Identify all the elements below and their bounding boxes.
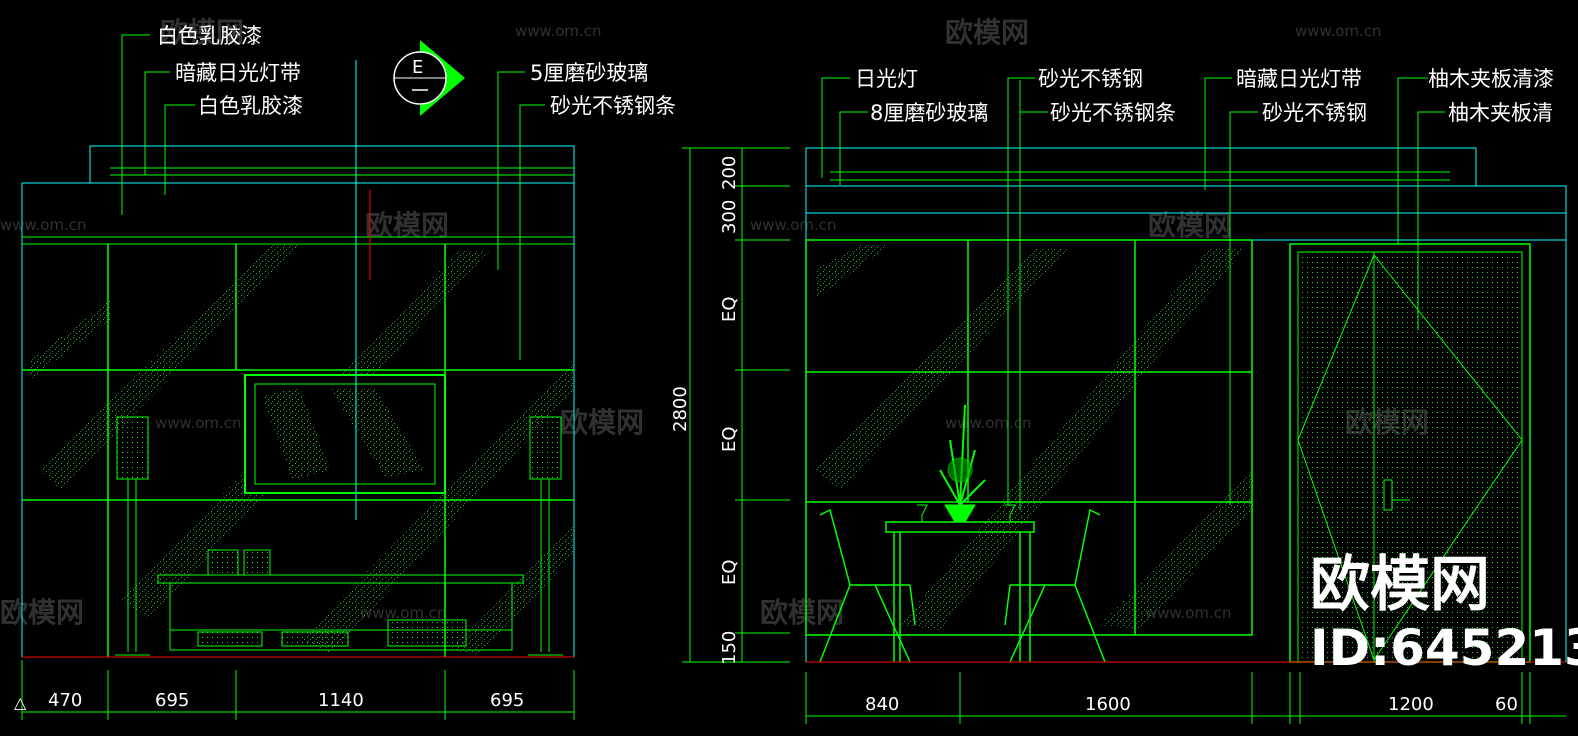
dim-1200: 1200	[1388, 694, 1434, 715]
frost-hatch	[815, 245, 1252, 630]
dim-470: 470	[48, 690, 82, 711]
right-chair	[1004, 508, 1106, 663]
watermark-brand: 欧模网	[1148, 209, 1232, 242]
dim-840: 840	[865, 694, 899, 715]
vdim-eq-2: EQ	[719, 426, 740, 452]
vertical-dimension	[682, 147, 790, 663]
flower-vase	[939, 404, 986, 523]
dim-60: 60	[1495, 694, 1518, 715]
watermark-brand: 欧模网	[760, 596, 844, 629]
label-brushed-stainless-2: 砂光不锈钢	[1262, 101, 1367, 125]
watermark-brand: 欧模网	[0, 596, 84, 629]
wine-glasses	[917, 504, 1016, 522]
right-elevation: 200 300 EQ EQ EQ 150 2800	[670, 67, 1567, 724]
label-fluorescent-lamp: 日光灯	[855, 67, 918, 91]
left-chair	[819, 508, 916, 663]
svg-text:△: △	[14, 693, 27, 712]
tv-cabinet	[157, 549, 524, 651]
left-speaker	[115, 416, 150, 656]
watermark-url: www.om.cn	[360, 604, 447, 622]
big-watermark-id: ID:645213	[1310, 619, 1578, 677]
section-mark-letter: E	[412, 57, 423, 78]
watermark-url: www.om.cn	[1145, 604, 1232, 622]
bottom-dimension-line	[21, 660, 575, 720]
big-watermark-brand: 欧模网	[1310, 550, 1490, 620]
leader-lines	[821, 77, 1445, 505]
bottom-dimension-line	[805, 672, 1566, 724]
right-speaker	[528, 416, 563, 656]
vdim-total-2800: 2800	[670, 386, 691, 432]
dining-table	[885, 521, 1035, 662]
dim-695-right: 695	[490, 690, 524, 711]
label-teak-plywood: 柚木夹板清漆	[1428, 67, 1554, 91]
watermark-url: www.om.cn	[945, 414, 1032, 432]
label-hidden-light-strip: 暗藏日光灯带	[1236, 67, 1362, 91]
left-elevation: E 白色乳胶漆 暗藏日光灯带 白色乳胶漆 5厘磨砂玻璃 砂光不锈钢条 △ 470…	[14, 24, 676, 720]
watermark-brand: 欧模网	[160, 16, 244, 49]
big-watermark: 欧模网 ID:645213	[1310, 550, 1578, 677]
watermark-url: www.om.cn	[1295, 22, 1382, 40]
tv-screen	[254, 383, 436, 485]
label-brushed-stainless: 砂光不锈钢	[1038, 67, 1143, 91]
leader-lines	[121, 34, 545, 360]
ceiling-soffit	[89, 145, 575, 184]
dim-1140: 1140	[318, 690, 364, 711]
label-teak-plywood-2: 柚木夹板清	[1448, 101, 1553, 125]
label-white-latex-paint: 白色乳胶漆	[157, 24, 262, 48]
vdim-150: 150	[719, 631, 740, 665]
dim-695: 695	[155, 690, 189, 711]
label-stainless-strip: 砂光不锈钢条	[550, 94, 676, 118]
vdim-300: 300	[719, 200, 740, 234]
watermark-brand: 欧模网	[560, 406, 644, 439]
label-frosted-glass-8mm: 8厘磨砂玻璃	[870, 101, 988, 125]
vdim-eq-1: EQ	[719, 296, 740, 322]
label-white-latex-paint-2: 白色乳胶漆	[198, 94, 303, 118]
label-hidden-light-strip: 暗藏日光灯带	[175, 61, 301, 85]
vdim-eq-3: EQ	[719, 559, 740, 585]
watermark-url: www.om.cn	[515, 22, 602, 40]
watermark-url: www.om.cn	[0, 216, 87, 234]
label-frosted-glass-5mm: 5厘磨砂玻璃	[530, 61, 648, 85]
dim-1600: 1600	[1085, 694, 1131, 715]
label-stainless-strip: 砂光不锈钢条	[1050, 101, 1176, 125]
watermark-url: www.om.cn	[155, 414, 242, 432]
section-mark: E	[393, 40, 465, 116]
watermark-brand: 欧模网	[945, 16, 1029, 49]
double-door	[1289, 243, 1531, 663]
vdim-200: 200	[719, 156, 740, 190]
watermark-url: www.om.cn	[750, 216, 837, 234]
ceiling-soffit	[805, 147, 1477, 187]
